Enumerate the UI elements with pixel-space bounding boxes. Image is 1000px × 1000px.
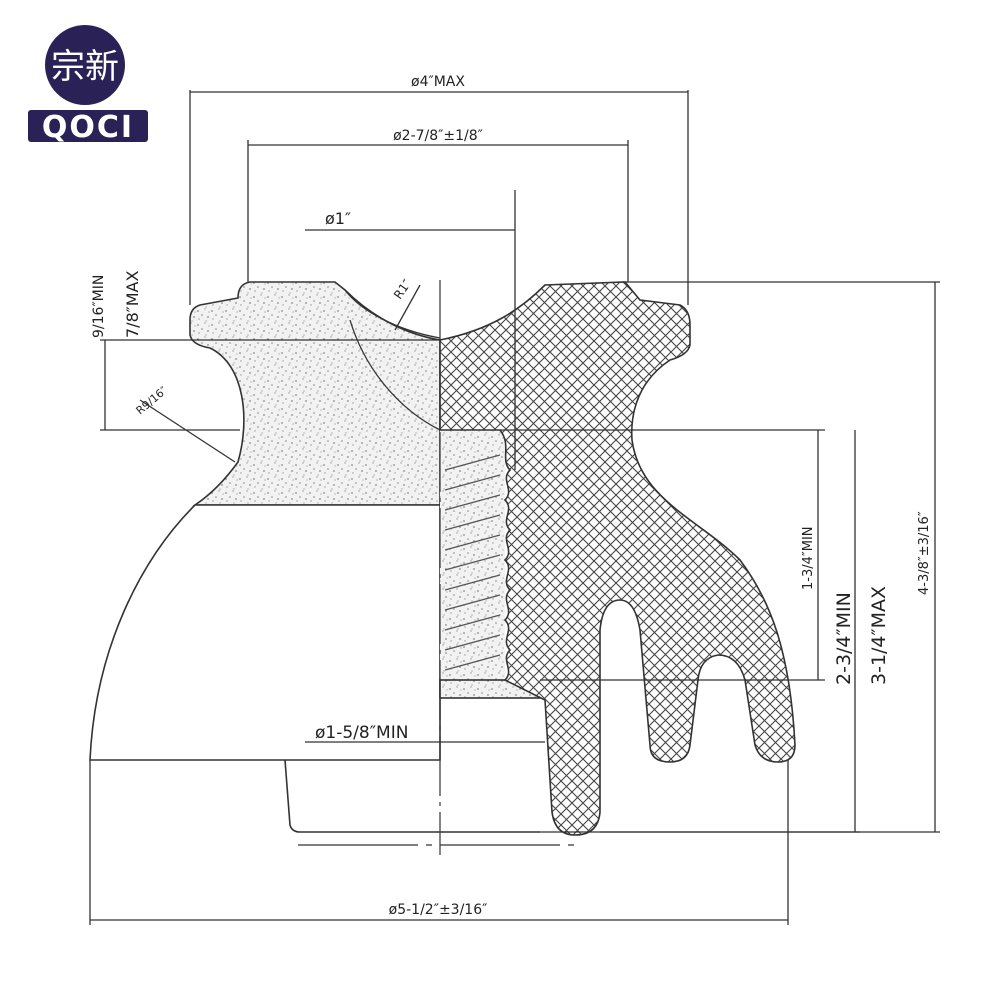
- dim-thread-diameter: ø1-5/8″MIN: [315, 723, 408, 743]
- dim-overall-height: 4-3/8″±3/16″: [917, 511, 932, 595]
- dim-thread-depth: 1-3/4″MIN: [801, 526, 816, 590]
- thread-region: [440, 430, 505, 680]
- dim-groove-diameter: ø1″: [325, 209, 351, 228]
- dim-head-diameter: ø2-7/8″±1/8″: [393, 128, 483, 144]
- pin-section-crosshatch: [439, 281, 796, 836]
- groove-arc: [344, 289, 441, 339]
- dim-pin-hole-max: 3-1/4″MAX: [868, 586, 890, 685]
- skirt-bottom-stub: [284, 759, 540, 833]
- logo-text: QOCI: [42, 110, 134, 145]
- logo-seal: [45, 25, 125, 105]
- dim-pin-hole-min: 2-3/4″MIN: [833, 592, 855, 685]
- porcelain-skirt-outline: [89, 504, 441, 761]
- inner-curve: [349, 319, 441, 431]
- dimension-lines: [89, 90, 940, 925]
- dim-head-height-max: 7/8″MAX: [123, 271, 142, 338]
- dim-neck-radius: R9/16″: [134, 384, 170, 417]
- dim-top-diameter: ø4″MAX: [411, 74, 465, 90]
- logo-seal-text: 宗新: [51, 47, 119, 87]
- company-logo: 宗新 QOCI: [28, 25, 148, 145]
- dim-head-height-min: 9/16″MIN: [91, 275, 107, 338]
- thread-lines: [444, 454, 501, 671]
- dim-groove-radius: R1″: [391, 277, 414, 302]
- logo-banner: [28, 110, 148, 142]
- dim-skirt-diameter: ø5-1/2″±3/16″: [389, 902, 488, 918]
